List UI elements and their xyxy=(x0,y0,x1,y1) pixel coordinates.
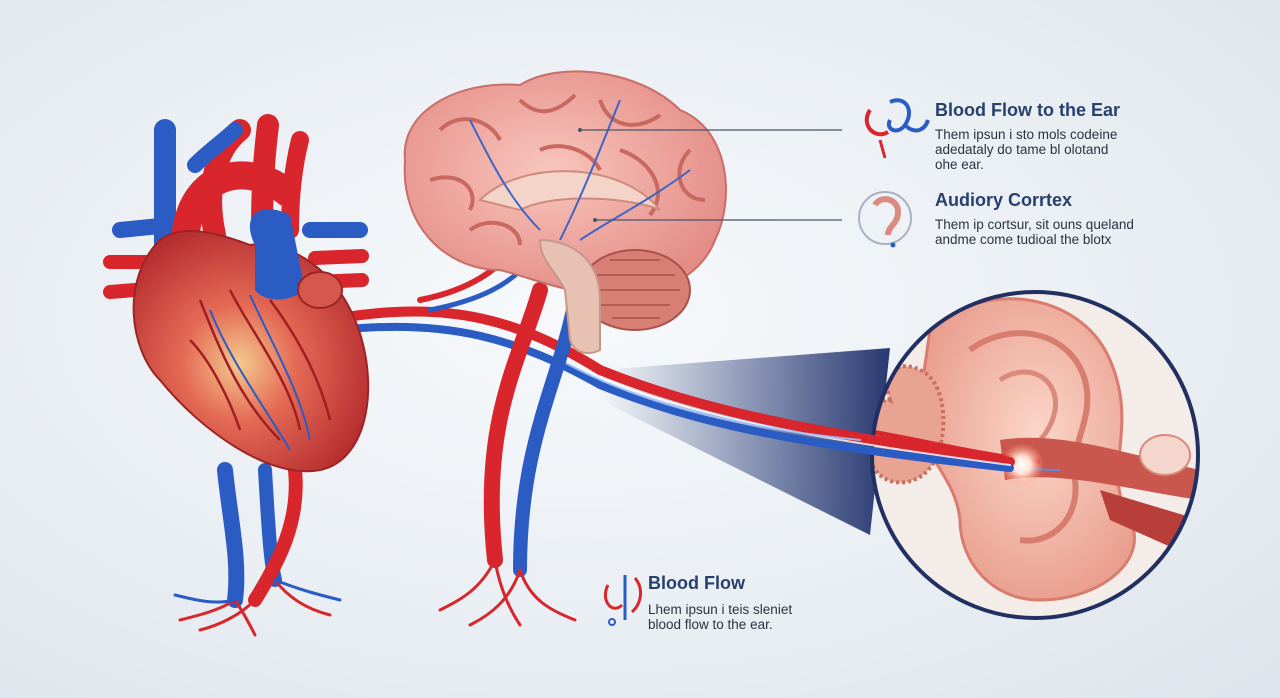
label-blood-flow: Blood Flow Lhem ipsun i teis sleniet blo… xyxy=(648,573,792,632)
brain xyxy=(403,70,727,354)
label-blood-flow-line-2: blood flow to the ear. xyxy=(648,617,773,632)
heart xyxy=(103,114,370,473)
label-auditory: Audiory Corrtex Them ip cortsur, sit oun… xyxy=(935,190,1134,247)
label-ear-flow-line-2: adedataly do tame bl olotand xyxy=(935,142,1109,157)
label-blood-flow-line-1: Lhem ipsun i teis sleniet xyxy=(648,602,793,617)
ear-icon xyxy=(858,191,912,248)
label-ear-flow: Blood Flow to the Ear Them ipsun i sto m… xyxy=(935,100,1120,172)
vessel-icon xyxy=(864,98,930,159)
label-ear-flow-text: Them ipsun i sto mols codeine adedataly … xyxy=(935,127,1120,172)
label-blood-flow-title: Blood Flow xyxy=(648,573,745,593)
label-ear-flow-title: Blood Flow to the Ear xyxy=(935,100,1120,120)
label-auditory-title: Audiory Corrtex xyxy=(935,190,1073,210)
label-auditory-line-1: Them ip cortsur, sit ouns queland xyxy=(935,217,1134,232)
vessel-bundle xyxy=(173,237,1015,637)
label-ear-flow-line-3: ohe ear. xyxy=(935,157,984,172)
label-auditory-line-2: andme come tudioal the blotx xyxy=(935,232,1112,247)
label-blood-flow-text: Lhem ipsun i teis sleniet blood flow to … xyxy=(648,602,792,632)
vessel-icon-small xyxy=(603,575,643,626)
glow-point xyxy=(1000,443,1044,487)
label-auditory-text: Them ip cortsur, sit ouns queland andme … xyxy=(935,217,1134,247)
label-ear-flow-line-1: Them ipsun i sto mols codeine xyxy=(935,127,1118,142)
